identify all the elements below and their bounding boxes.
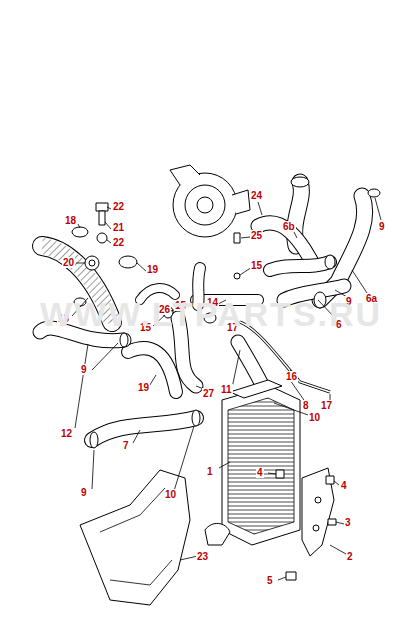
callout-number: 9 [80,364,88,375]
callout-number: 7 [122,440,130,451]
callout-number: 4 [340,480,348,491]
callout-number: 3 [344,517,352,528]
callout-number: 27 [202,388,215,399]
callout-number: 4 [256,467,264,478]
callout-number: 23 [196,551,209,562]
callout-number: 10 [308,412,321,423]
watermark: WWW.LTPARTS.RU [40,296,382,332]
callout-number: 17 [320,400,333,411]
callout-number: 21 [112,222,125,233]
callout-number: 12 [60,428,73,439]
callout-number: 19 [146,264,159,275]
callout-number: 20 [62,257,75,268]
callout-number: 1 [206,466,214,477]
callout-number: 9 [80,487,88,498]
callout-number: 8 [302,400,310,411]
callout-number: 19 [137,382,150,393]
callout-number: 2 [346,551,354,562]
callout-number: 22 [112,201,125,212]
callout-number: 9 [378,221,386,232]
callout-number: 22 [112,237,125,248]
callout-number: 6b [282,221,296,232]
callout-number: 24 [250,190,263,201]
callout-number: 16 [285,371,298,382]
callout-number: 11 [220,384,233,395]
callout-number: 5 [266,575,274,586]
callout-number: 10 [164,489,177,500]
callout-number: 25 [250,230,263,241]
callout-number: 18 [64,215,77,226]
callout-number: 15 [250,260,263,271]
